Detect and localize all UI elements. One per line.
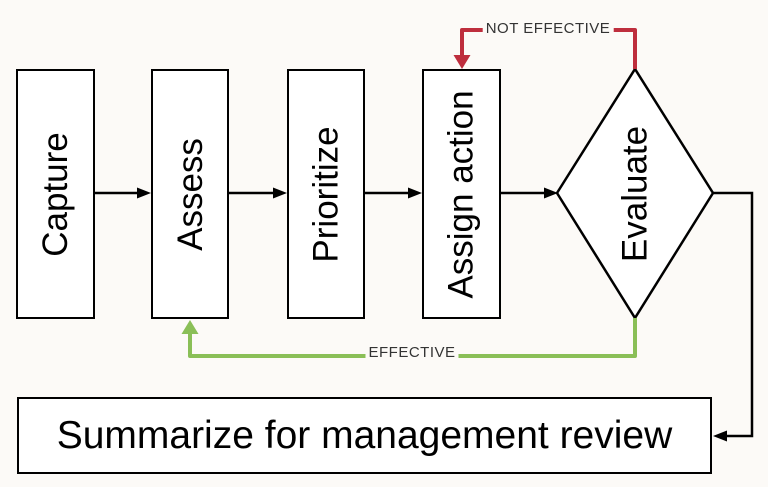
arrowhead-prioritize-assign [408, 187, 422, 199]
edge-evaluate-summary [713, 191, 754, 438]
node-summary-label: Summarize for management review [56, 414, 673, 457]
edge-label-effective: EFFECTIVE [365, 344, 459, 362]
edge-label-not-effective: NOT EFFECTIVE [482, 20, 614, 38]
node-evaluate-label: Evaluate [615, 125, 655, 263]
node-assign-action-label: Assign action [442, 89, 482, 299]
node-assign-action: Assign action [422, 69, 501, 319]
node-summary: Summarize for management review [17, 397, 712, 474]
node-assess-label: Assess [170, 137, 210, 251]
arrowhead-effective [181, 320, 199, 334]
arrowhead-not-effective [453, 55, 471, 69]
node-capture: Capture [16, 69, 95, 319]
node-assess: Assess [151, 69, 229, 319]
arrowhead-assess-prioritize [273, 187, 287, 199]
arrowhead-evaluate-summary [713, 430, 727, 442]
arrowhead-capture-assess [137, 187, 151, 199]
node-prioritize: Prioritize [287, 69, 365, 319]
node-capture-label: Capture [36, 131, 75, 257]
arrowhead-assign-evaluate [544, 187, 558, 199]
node-prioritize-label: Prioritize [306, 125, 346, 263]
